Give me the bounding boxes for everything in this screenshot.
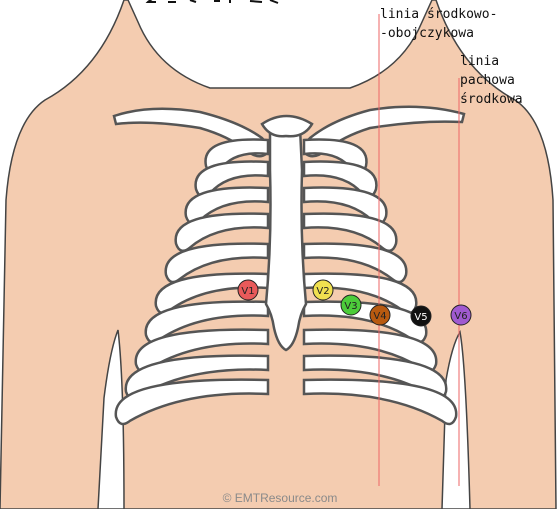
electrode-v2: V2 (313, 280, 333, 300)
electrode-label: V2 (316, 286, 329, 297)
manubrium (262, 116, 312, 136)
copyright-credit: © EMTResource.com (0, 491, 560, 505)
electrode-v5: V5 (411, 306, 431, 326)
cropped-caption-fragment (148, 0, 278, 3)
electrode-v4: V4 (370, 305, 390, 325)
electrode-label: V4 (373, 311, 386, 322)
sternum (266, 123, 306, 350)
electrode-v6: V6 (451, 305, 471, 325)
midclavicular-line-label: linia środkowo- -obojczykowa (380, 5, 497, 43)
electrode-v3: V3 (341, 295, 361, 315)
midaxillary-line-label: linia pachowa środkowa (460, 52, 523, 109)
electrode-label: V5 (414, 312, 427, 323)
electrode-v1: V1 (238, 280, 258, 300)
electrode-label: V1 (241, 286, 254, 297)
electrode-label: V6 (454, 311, 467, 322)
electrode-label: V3 (344, 301, 357, 312)
